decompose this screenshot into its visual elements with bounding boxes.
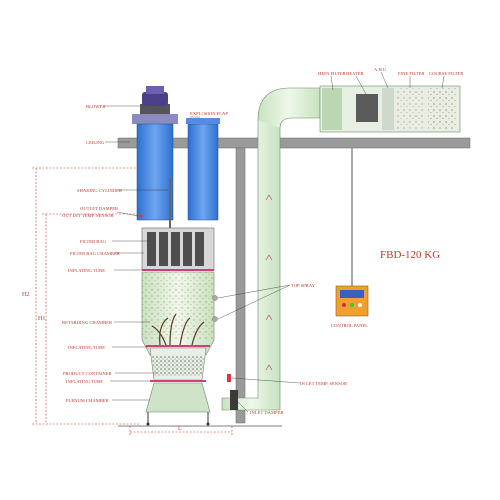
support-legs xyxy=(147,412,209,424)
label-filter-bag: FILTER BAG xyxy=(80,239,107,244)
course-filter-block xyxy=(428,88,456,130)
label-plenum-chamber: PLENUM CHAMBER xyxy=(66,398,110,403)
heater-block xyxy=(356,94,378,122)
label-inflating-tube-mid: INFLATING TUBE xyxy=(68,345,105,350)
label-explosion-flap: EXPLOSION FLAP xyxy=(190,111,228,116)
top-spray-nozzle-upper xyxy=(212,295,218,301)
dimension-h2-label: H2 xyxy=(22,292,29,298)
dimension-l-label: L xyxy=(178,426,182,432)
label-outlet-temp-sensor: OUT LET TEMP. SENSOR xyxy=(62,213,114,218)
dimension-h1-label: H1 xyxy=(38,316,45,322)
blower-motor xyxy=(132,86,178,124)
label-filter-bag-chamber: FILTER BAG CHAMBER xyxy=(70,251,121,256)
label-shaking-cylinder: SHAKING CYLINDER xyxy=(77,188,123,193)
exhaust-duct-right xyxy=(187,123,219,221)
label-blower: BLOWER xyxy=(86,104,106,109)
label-outlet-damper: OUTLET DAMPER xyxy=(80,206,119,211)
explosion-flap xyxy=(186,118,220,124)
inlet-damper xyxy=(230,390,238,410)
top-spray-nozzle-lower xyxy=(212,316,218,322)
ahu-unit xyxy=(319,85,461,133)
dimension-l xyxy=(129,426,233,436)
label-top-spray: TOP SPRAY xyxy=(291,283,316,288)
fluid-bed-spray xyxy=(151,313,205,346)
duct-arrows xyxy=(265,194,273,371)
label-course-filter: COURSE FILTER xyxy=(429,71,464,76)
label-fine-filter: FINE FILTER xyxy=(398,71,425,76)
fine-filter-block xyxy=(396,88,424,130)
inlet-air-duct xyxy=(221,119,281,411)
control-panel xyxy=(335,285,369,317)
hepa-filter-block xyxy=(322,88,342,130)
label-product-container: PRODUCT CONTAINER xyxy=(63,371,113,376)
label-control-panel: CONTROL PANEL xyxy=(331,323,368,328)
label-inlet-temp-sensor: IN LET TEMP. SENSOR xyxy=(300,381,348,386)
label-ceiling: CEILING xyxy=(86,140,105,145)
dimension-h2 xyxy=(32,167,140,425)
label-heater: HEATER xyxy=(346,71,365,76)
outlet-temp-sensor-dot xyxy=(139,214,143,218)
leader-lines xyxy=(104,71,445,413)
label-inflating-tube-low: INFLATING TUBE xyxy=(66,379,103,384)
plenum-chamber xyxy=(145,382,211,413)
duct-elbow xyxy=(257,87,321,129)
diagram-title: FBD-120 KG xyxy=(380,249,440,261)
label-inlet-damper: INLET DAMPER xyxy=(250,410,284,415)
label-ahu: A.H.U xyxy=(374,67,387,72)
inlet-temp-sensor xyxy=(227,374,231,382)
label-inflating-tube-top: INFLATING TUBE xyxy=(68,268,105,273)
wall-column xyxy=(235,147,246,424)
ahu-block xyxy=(382,88,394,130)
label-retarding-chamber: RETARDING CHAMBER xyxy=(62,320,113,325)
dimension-h1 xyxy=(42,213,140,424)
filter-bags xyxy=(147,232,204,266)
ceiling-slab xyxy=(117,137,471,149)
label-hepa-filter: HEPA FILTER xyxy=(318,71,347,76)
exhaust-duct-left xyxy=(136,123,174,221)
